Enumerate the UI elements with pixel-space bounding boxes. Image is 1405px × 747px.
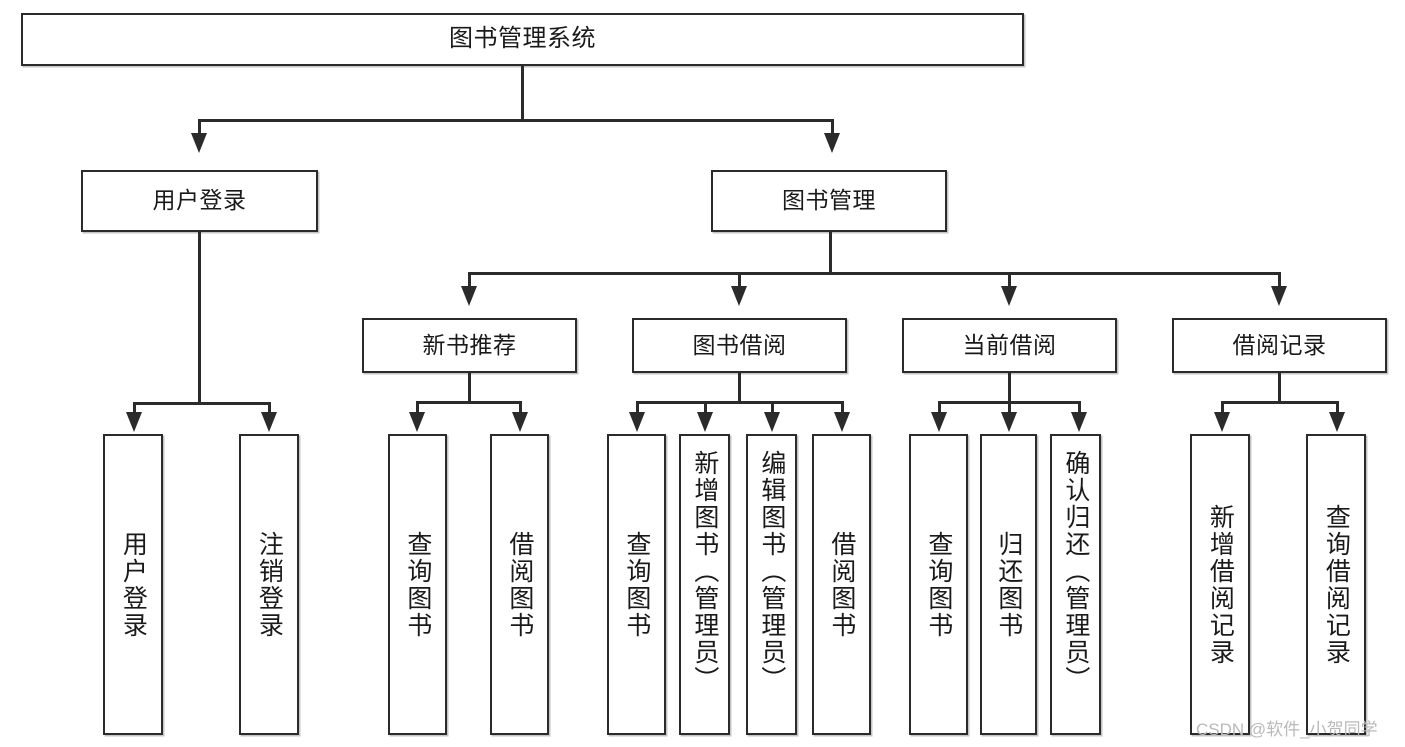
arrowhead-bb-leaf-3 — [764, 412, 780, 432]
connector-root-drop-2 — [831, 119, 834, 135]
connector-borrowrecord-stem — [1278, 373, 1281, 403]
node-current-borrow[interactable]: 当前借阅 — [902, 318, 1117, 373]
arrowhead-cb-leaf-2 — [1001, 412, 1017, 432]
connector-l3-drop-2 — [738, 272, 741, 288]
node-book-manage[interactable]: 图书管理 — [711, 170, 947, 232]
node-user-login[interactable]: 用户登录 — [81, 170, 318, 232]
node-label: 归还图书 — [994, 530, 1023, 639]
arrowhead-leaf-user-login — [126, 412, 142, 432]
arrowhead-bb-leaf-1 — [629, 412, 645, 432]
leaf-br-query-record[interactable]: 查询借阅记录 — [1306, 434, 1366, 735]
connector-ul-drop-1 — [133, 402, 136, 414]
connector-newbook-bus — [416, 401, 521, 404]
leaf-cb-confirm-return-admin[interactable]: 确认归还（管理员） — [1050, 434, 1101, 735]
node-root-system[interactable]: 图书管理系统 — [21, 13, 1024, 66]
node-label: 查询借阅记录 — [1322, 503, 1351, 666]
connector-level3-bus — [468, 272, 1280, 275]
arrowhead-br-leaf-1 — [1214, 412, 1230, 432]
node-label: 查询图书 — [403, 530, 432, 639]
connector-root-drop-1 — [198, 119, 201, 135]
arrowhead-to-borrow-record — [1271, 286, 1287, 306]
arrowhead-to-current-borrow — [1001, 286, 1017, 306]
leaf-bb-borrow-book[interactable]: 借阅图书 — [812, 434, 871, 735]
connector-br-drop-2 — [1336, 401, 1339, 414]
node-label: 借阅记录 — [1232, 331, 1327, 358]
connector-bookborrow-stem — [738, 373, 741, 403]
arrowhead-bb-leaf-2 — [697, 412, 713, 432]
arrowhead-to-new-book — [461, 286, 477, 306]
connector-cb-drop-3 — [1078, 401, 1081, 414]
arrowhead-cb-leaf-3 — [1071, 412, 1087, 432]
leaf-nb-query-book[interactable]: 查询图书 — [388, 434, 447, 735]
arrowhead-br-leaf-2 — [1329, 412, 1345, 432]
node-label: 图书借阅 — [692, 331, 787, 358]
connector-nb-drop-2 — [519, 401, 522, 414]
connector-user-login-stem — [198, 232, 201, 404]
connector-user-login-bus — [133, 402, 270, 405]
connector-root-stem — [521, 66, 524, 120]
connector-l3-drop-4 — [1278, 272, 1281, 288]
connector-bb-drop-4 — [841, 401, 844, 414]
node-label: 用户登录 — [119, 530, 148, 639]
leaf-nb-borrow-book[interactable]: 借阅图书 — [490, 434, 549, 735]
arrowhead-to-book-borrow — [731, 286, 747, 306]
leaf-bb-edit-book-admin[interactable]: 编辑图书（管理员） — [746, 434, 797, 735]
connector-nb-drop-1 — [416, 401, 419, 414]
node-label: 图书管理 — [782, 187, 876, 214]
node-label: 当前借阅 — [962, 331, 1057, 358]
connector-bb-drop-3 — [771, 401, 774, 414]
connector-ul-drop-2 — [268, 402, 271, 414]
leaf-cb-query-book[interactable]: 查询图书 — [909, 434, 968, 735]
leaf-br-add-record[interactable]: 新增借阅记录 — [1190, 434, 1250, 735]
leaf-bb-query-book[interactable]: 查询图书 — [607, 434, 666, 735]
arrowhead-bb-leaf-4 — [834, 412, 850, 432]
node-label: 编辑图书（管理员） — [757, 450, 786, 693]
node-book-borrow[interactable]: 图书借阅 — [632, 318, 847, 373]
node-new-book-recommend[interactable]: 新书推荐 — [362, 318, 577, 373]
connector-cb-drop-2 — [1008, 401, 1011, 414]
leaf-logout[interactable]: 注销登录 — [239, 434, 299, 735]
arrowhead-leaf-logout — [261, 412, 277, 432]
node-label: 注销登录 — [255, 530, 284, 639]
node-label: 借阅图书 — [505, 530, 534, 639]
connector-l3-drop-1 — [468, 272, 471, 288]
node-label: 查询图书 — [924, 530, 953, 639]
node-label: 图书管理系统 — [449, 25, 596, 53]
connector-bb-drop-2 — [704, 401, 707, 414]
node-label: 确认归还（管理员） — [1061, 450, 1090, 693]
csdn-watermark: CSDN @软件_小贺同学 — [1196, 720, 1378, 739]
node-label: 新书推荐 — [422, 331, 517, 358]
node-label: 新增借阅记录 — [1206, 503, 1235, 666]
node-label: 用户登录 — [152, 187, 247, 214]
arrowhead-to-book-manage — [824, 133, 840, 153]
connector-book-manage-stem — [829, 232, 832, 274]
node-borrow-record[interactable]: 借阅记录 — [1172, 318, 1387, 373]
node-label: 查询图书 — [622, 530, 651, 639]
leaf-cb-return-book[interactable]: 归还图书 — [980, 434, 1037, 735]
connector-cb-drop-1 — [938, 401, 941, 414]
leaf-user-login[interactable]: 用户登录 — [103, 434, 163, 735]
connector-br-drop-1 — [1221, 401, 1224, 414]
connector-currentborrow-stem — [1008, 373, 1011, 403]
connector-newbook-stem — [468, 373, 471, 403]
connector-borrowrecord-bus — [1221, 401, 1338, 404]
node-label: 新增图书（管理员） — [690, 450, 719, 693]
connector-root-bus — [198, 119, 834, 122]
connector-bookborrow-bus — [636, 401, 843, 404]
arrowhead-nb-leaf-1 — [409, 412, 425, 432]
arrowhead-cb-leaf-1 — [931, 412, 947, 432]
node-label: 借阅图书 — [827, 530, 856, 639]
leaf-bb-add-book-admin[interactable]: 新增图书（管理员） — [679, 434, 730, 735]
connector-l3-drop-3 — [1008, 272, 1011, 288]
arrowhead-to-user-login — [191, 133, 207, 153]
connector-bb-drop-1 — [636, 401, 639, 414]
arrowhead-nb-leaf-2 — [512, 412, 528, 432]
